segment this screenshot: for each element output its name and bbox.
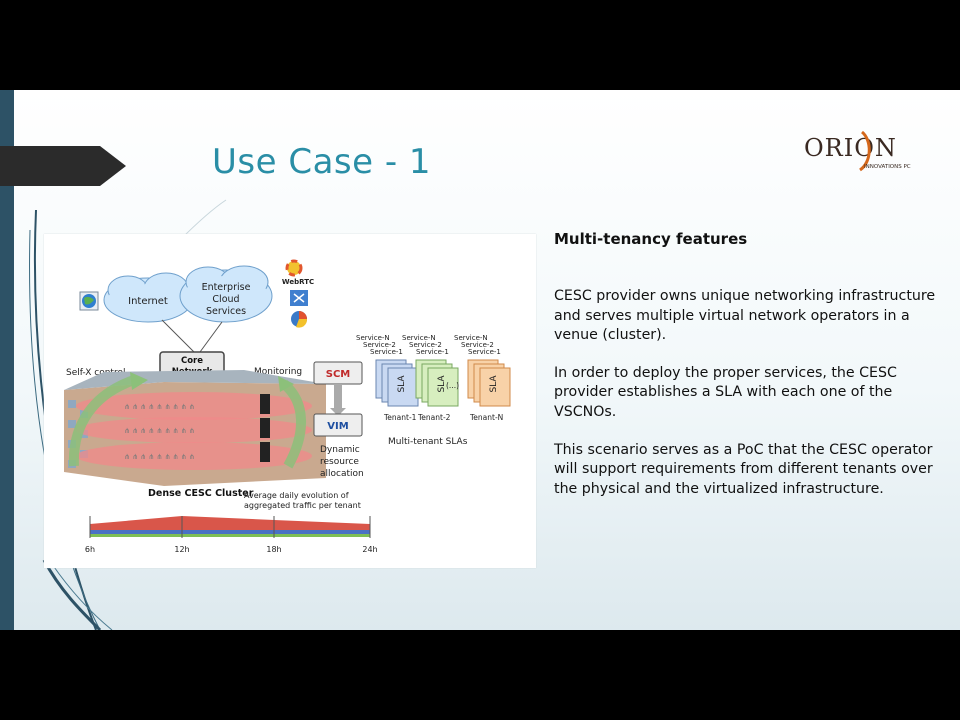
svg-text:Service-2: Service-2 bbox=[409, 341, 442, 349]
dynamic-label-3: allocation bbox=[320, 469, 364, 479]
webrtc-icon: WebRTC bbox=[282, 259, 314, 286]
internet-label: Internet bbox=[128, 296, 168, 307]
core-label-1: Core bbox=[181, 356, 203, 366]
globe-icon bbox=[79, 291, 99, 311]
slide: Use Case - 1 ORION INNOVATIONS PC Intern… bbox=[0, 90, 960, 630]
tick-12h: 12h bbox=[174, 545, 189, 554]
cesc-diagram: Internet Enterprise Cloud Services WebRT bbox=[64, 259, 511, 554]
vim-label: VIM bbox=[327, 421, 348, 432]
svg-text:Service-1: Service-1 bbox=[370, 348, 403, 356]
tick-18h: 18h bbox=[266, 545, 281, 554]
scm-box: SCM bbox=[313, 361, 363, 385]
svg-text:Service-1: Service-1 bbox=[468, 348, 501, 356]
orion-logo: ORION INNOVATIONS PC bbox=[804, 130, 911, 172]
svg-text:Service-2: Service-2 bbox=[461, 341, 494, 349]
slide-title: Use Case - 1 bbox=[212, 142, 432, 182]
svg-text:Service-N: Service-N bbox=[454, 334, 488, 342]
sla-ellipsis: (...) bbox=[446, 381, 459, 390]
traffic-caption-2: aggregated traffic per tenant bbox=[244, 501, 361, 510]
enterprise-cloud: Enterprise Cloud Services bbox=[179, 265, 273, 323]
dynamic-label-2: resource bbox=[320, 457, 359, 467]
svg-text:SLA: SLA bbox=[397, 375, 407, 393]
logo-text: ORION bbox=[804, 134, 897, 162]
sla-group-2: Service-N Service-2 Service-1 SLA Tenant… bbox=[402, 334, 459, 422]
tenant-2-label: Tenant-2 bbox=[417, 413, 451, 422]
sla-group-1: Service-N Service-2 Service-1 SLA Tenant… bbox=[356, 334, 419, 422]
webrtc-label: WebRTC bbox=[282, 278, 314, 286]
svg-text:SLA: SLA bbox=[437, 375, 447, 393]
tenant-n-label: Tenant-N bbox=[469, 413, 503, 422]
building: ⋔ ⋔ ⋔ ⋔ ⋔ ⋔ ⋔ ⋔ ⋔ ⋔ ⋔ ⋔ ⋔ ⋔ ⋔ ⋔ ⋔ ⋔ ⋔ ⋔ … bbox=[64, 370, 326, 486]
monitoring-label: Monitoring bbox=[254, 367, 302, 377]
pie-chart-icon bbox=[291, 311, 308, 328]
scm-label: SCM bbox=[326, 369, 351, 380]
sla-caption: Multi-tenant SLAs bbox=[388, 437, 468, 447]
svg-text:Service-2: Service-2 bbox=[363, 341, 396, 349]
svg-text:⋔ ⋔ ⋔ ⋔ ⋔ ⋔ ⋔ ⋔ ⋔: ⋔ ⋔ ⋔ ⋔ ⋔ ⋔ ⋔ ⋔ ⋔ bbox=[124, 453, 195, 461]
vim-box: VIM bbox=[313, 413, 363, 437]
paragraph-2: In order to deploy the proper services, … bbox=[554, 365, 897, 420]
svg-text:SLA: SLA bbox=[489, 375, 499, 393]
logo-subtitle: INNOVATIONS PC bbox=[864, 164, 911, 170]
enterprise-label-2: Cloud bbox=[212, 294, 239, 305]
svg-text:Service-N: Service-N bbox=[356, 334, 390, 342]
tick-6h: 6h bbox=[85, 545, 95, 554]
svg-text:⋔ ⋔ ⋔ ⋔ ⋔ ⋔ ⋔ ⋔ ⋔: ⋔ ⋔ ⋔ ⋔ ⋔ ⋔ ⋔ ⋔ ⋔ bbox=[124, 403, 195, 411]
enterprise-label-3: Services bbox=[206, 306, 246, 317]
title-arrow-shape bbox=[0, 146, 126, 186]
svg-text:Service-1: Service-1 bbox=[416, 348, 449, 356]
traffic-chart: 6h 12h 18h 24h bbox=[85, 516, 378, 554]
cluster-label: Dense CESC Cluster bbox=[148, 488, 254, 499]
internet-cloud: Internet bbox=[103, 272, 193, 323]
text-panel: Multi-tenancy features CESC provider own… bbox=[554, 230, 944, 518]
enterprise-label-1: Enterprise bbox=[202, 282, 251, 293]
svg-text:Service-N: Service-N bbox=[402, 334, 436, 342]
self-x-label: Self-X control bbox=[66, 368, 125, 378]
paragraph-1: CESC provider owns unique networking inf… bbox=[554, 288, 936, 343]
tenant-1-label: Tenant-1 bbox=[383, 413, 417, 422]
paragraph-3: This scenario serves as a PoC that the C… bbox=[554, 442, 933, 497]
left-accent-strip bbox=[0, 90, 14, 630]
dynamic-label-1: Dynamic bbox=[320, 445, 360, 455]
network-icon bbox=[290, 290, 308, 306]
tick-24h: 24h bbox=[362, 545, 377, 554]
svg-text:⋔ ⋔ ⋔ ⋔ ⋔ ⋔ ⋔ ⋔ ⋔: ⋔ ⋔ ⋔ ⋔ ⋔ ⋔ ⋔ ⋔ ⋔ bbox=[124, 427, 195, 435]
traffic-caption-1: Average daily evolution of bbox=[244, 491, 349, 500]
section-heading: Multi-tenancy features bbox=[554, 230, 748, 248]
use-case-figure: Internet Enterprise Cloud Services WebRT bbox=[44, 234, 536, 568]
sla-group-n: Service-N Service-2 Service-1 SLA Tenant… bbox=[454, 334, 511, 422]
